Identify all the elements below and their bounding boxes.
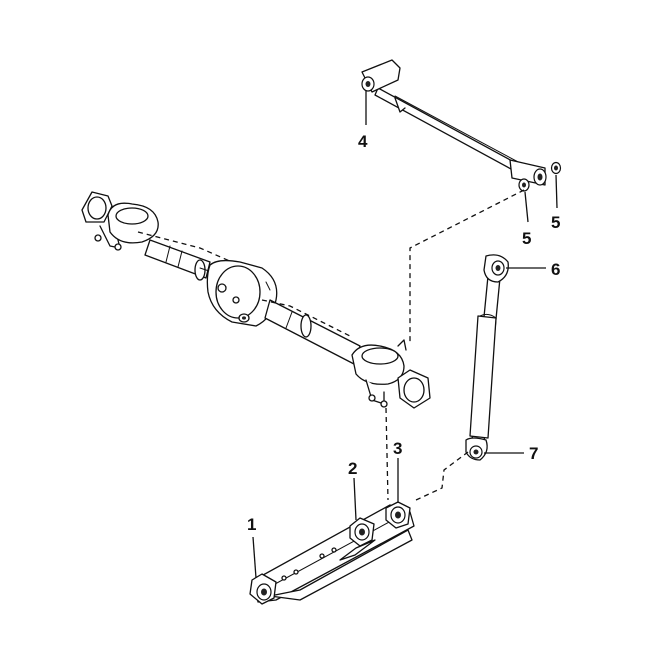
callout-label-3: 3	[393, 439, 402, 458]
callout-leaders	[252, 90, 558, 579]
arm-front-bushing	[349, 517, 375, 547]
connection-lines	[137, 189, 525, 501]
callout-label-5b: 5	[551, 213, 560, 232]
shock-absorber-upper-bushing	[491, 260, 505, 276]
panhard-rod	[361, 59, 547, 186]
callout-label-5a: 5	[522, 229, 531, 248]
panhard-rod-bushing	[550, 161, 562, 175]
trailing-arm	[249, 504, 415, 605]
trailing-arm-end-bushing	[256, 583, 272, 601]
shock-absorber	[465, 254, 509, 461]
callout-label-7: 7	[529, 444, 538, 463]
callout-label-2: 2	[348, 459, 357, 478]
callout-label-6: 6	[551, 260, 560, 279]
panhard-rod-bushing	[518, 178, 530, 192]
rear-axle-housing	[81, 191, 431, 409]
callout-label-1: 1	[247, 515, 256, 534]
shock-absorber-lower-bushing	[469, 445, 483, 459]
callout-label-4: 4	[358, 132, 368, 151]
